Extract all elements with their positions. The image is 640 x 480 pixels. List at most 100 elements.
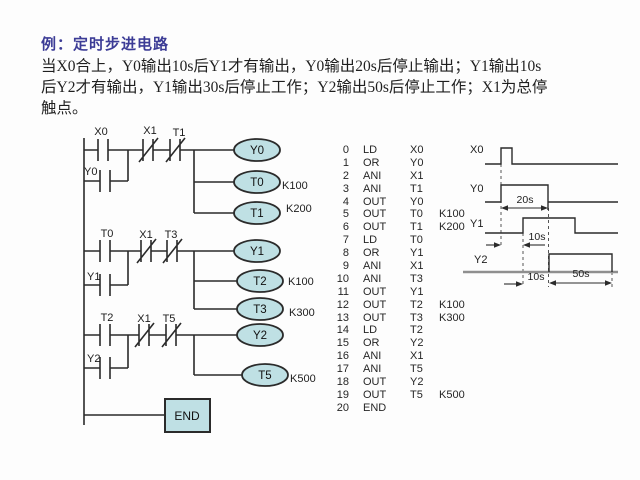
signal-label: X0 <box>470 144 483 156</box>
coil-label: T5 <box>258 370 271 382</box>
instruction-kval: K100 <box>439 208 465 221</box>
timer-coil <box>236 297 284 321</box>
nc-contact <box>162 238 183 264</box>
contact-label: X1 <box>143 125 156 137</box>
instruction-operand: Y1 <box>410 247 424 260</box>
arrowhead-left-icon <box>523 242 530 248</box>
end-rung: END <box>84 398 211 433</box>
instruction-operand: Y0 <box>410 195 424 208</box>
instruction-op: ANI <box>363 260 382 273</box>
output-branch <box>193 251 238 310</box>
instruction-op: ANI <box>363 169 382 182</box>
end-block <box>164 398 211 433</box>
instruction-kval: K200 <box>439 221 465 234</box>
no-contact <box>99 324 111 346</box>
instruction-operand: T2 <box>410 324 423 337</box>
ladder-diagram: X0 X1 T1 Y0 Y0 T0 K100 T1 K200 T0 X1 T3 <box>83 125 316 433</box>
waveform-y2-pulse <box>548 253 613 272</box>
body-line: 触点。 <box>41 100 88 117</box>
duration-label: 10s <box>529 231 546 243</box>
instruction-operand: T1 <box>410 182 423 195</box>
instruction-num: 5 <box>342 208 349 221</box>
instruction-num: 13 <box>336 311 349 324</box>
contact-label: X0 <box>94 126 107 138</box>
ladder-rung-1: X0 X1 T1 Y0 Y0 T0 K100 T1 K200 <box>84 125 312 225</box>
nc-contact <box>161 322 182 348</box>
instruction-operand: X1 <box>410 169 424 182</box>
instruction-op: LD <box>363 144 378 156</box>
instruction-op: OUT <box>363 285 387 298</box>
instruction-num: 6 <box>342 221 349 234</box>
output-coil <box>236 323 284 347</box>
instruction-op: OUT <box>363 221 387 234</box>
nc-contact <box>136 238 157 264</box>
timer-coil <box>241 363 289 387</box>
arrowhead-left-icon <box>501 205 508 211</box>
coil-label: Y2 <box>253 330 267 342</box>
seal-branch <box>84 150 129 192</box>
instruction-kval: K100 <box>439 298 465 311</box>
contact-label: T1 <box>173 127 186 139</box>
contact-label: T2 <box>101 312 114 324</box>
instruction-operand: T3 <box>410 272 423 285</box>
waveform-y1 <box>485 217 618 234</box>
contact-label: X1 <box>137 313 150 325</box>
timing-diagram: X0 Y0 20s Y1 10s Y2 10s <box>463 144 618 287</box>
instruction-num: 14 <box>336 324 349 337</box>
instruction-op: OUT <box>363 388 387 401</box>
instruction-operand: Y2 <box>410 376 424 389</box>
nc-contact <box>134 322 155 348</box>
dimension-50s: 50s <box>549 268 612 286</box>
no-contact <box>99 240 111 262</box>
body-line: 后Y2才有输出，Y1输出30s后停止工作；Y2输出50s后停止工作；X1为总停 <box>41 79 548 96</box>
description-paragraph: 当X0合上，Y0输出10s后Y1才有输出，Y0输出20s后停止输出；Y1输出10… <box>41 56 547 119</box>
instruction-op: OUT <box>363 376 387 389</box>
output-branch <box>193 150 234 214</box>
coil-label: Y1 <box>250 246 264 258</box>
instruction-op: OR <box>363 156 380 169</box>
coil-label: T3 <box>253 304 266 316</box>
timer-coil <box>233 201 281 225</box>
dimension-10s-y1: 10s <box>486 231 545 248</box>
page-title: 例：定时步进电路 <box>41 37 170 53</box>
instruction-num: 2 <box>342 169 349 182</box>
instruction-num: 7 <box>342 234 349 247</box>
instruction-num: 18 <box>336 376 349 389</box>
instruction-op: OR <box>363 247 380 260</box>
contact-label: Y0 <box>84 166 97 178</box>
ladder-rung-3: T2 X1 T5 Y2 Y2 T5 K500 <box>84 312 316 387</box>
timer-value: K200 <box>286 203 312 215</box>
instruction-op: OR <box>363 337 380 350</box>
arrowhead-right-icon <box>494 242 501 248</box>
output-coil <box>233 239 281 263</box>
instruction-kval: K500 <box>439 388 465 401</box>
output-coil <box>233 138 281 162</box>
waveform-y0 <box>485 184 618 210</box>
instruction-op: LD <box>363 234 378 247</box>
contact-label: Y1 <box>87 271 100 283</box>
instruction-kval: K300 <box>439 311 465 324</box>
waveform-x0 <box>485 147 618 165</box>
instruction-num: 1 <box>342 156 349 169</box>
instruction-operand: Y1 <box>410 285 424 298</box>
instruction-op: OUT <box>363 208 387 221</box>
instruction-num: 9 <box>342 260 349 273</box>
no-contact <box>97 139 109 161</box>
instruction-op: END <box>363 401 387 414</box>
contact-label: T5 <box>163 313 176 325</box>
instruction-num: 17 <box>336 363 349 376</box>
duration-label: 20s <box>517 194 534 206</box>
coil-label: Y0 <box>250 145 264 157</box>
